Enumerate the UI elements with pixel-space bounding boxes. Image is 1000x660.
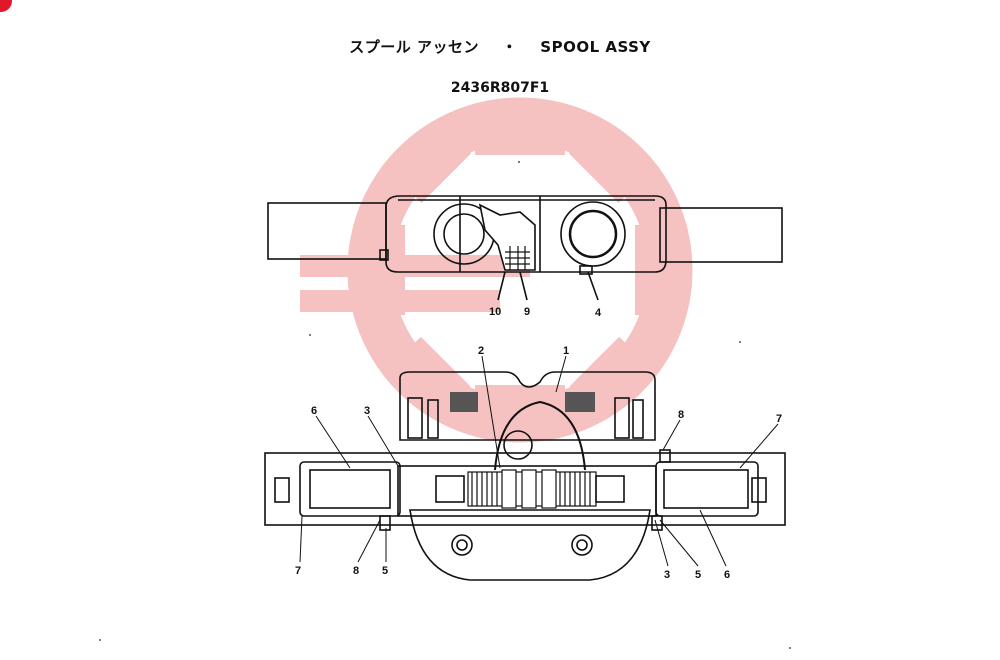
callout-3: 3 bbox=[364, 405, 370, 417]
callout-8: 8 bbox=[678, 409, 684, 421]
top-view-right-cap bbox=[659, 207, 783, 263]
callout-7-lower: 7 bbox=[295, 565, 301, 577]
callout-5-lower-right: 5 bbox=[695, 569, 701, 581]
top-view-oring bbox=[579, 265, 593, 275]
section-spool bbox=[467, 469, 597, 509]
top-view-spring bbox=[505, 246, 530, 270]
callout-2: 2 bbox=[478, 345, 484, 357]
section-center-port bbox=[503, 430, 533, 460]
callout-5-lower-left: 5 bbox=[382, 565, 388, 577]
section-body-upper bbox=[399, 371, 656, 441]
title-english: SPOOL ASSY bbox=[540, 38, 651, 56]
leader-lines bbox=[299, 355, 779, 567]
title-separator: ・ bbox=[501, 38, 518, 56]
watermark-gear-logo bbox=[300, 97, 693, 443]
callout-9: 9 bbox=[524, 306, 530, 318]
top-view-body bbox=[385, 195, 667, 273]
top-view-spring-housing bbox=[478, 203, 536, 271]
section-body-lower bbox=[409, 509, 651, 581]
part-number: 2436R807F1 bbox=[450, 80, 550, 96]
top-view bbox=[267, 195, 783, 301]
callout-6: 6 bbox=[311, 405, 317, 417]
scan-specks bbox=[99, 161, 791, 649]
section-view bbox=[264, 371, 786, 581]
callout-8-lower: 8 bbox=[353, 565, 359, 577]
callout-7: 7 bbox=[776, 413, 782, 425]
callout-6-lower: 6 bbox=[724, 569, 730, 581]
callout-4: 4 bbox=[595, 307, 602, 319]
page-title: スプール アッセン ・ SPOOL ASSY bbox=[0, 36, 1000, 57]
title-japanese: スプール アッセン bbox=[349, 38, 479, 56]
callout-1: 1 bbox=[563, 345, 569, 357]
callout-3-lower: 3 bbox=[664, 569, 670, 581]
callout-10: 10 bbox=[489, 306, 501, 318]
top-view-right-port bbox=[560, 201, 626, 267]
